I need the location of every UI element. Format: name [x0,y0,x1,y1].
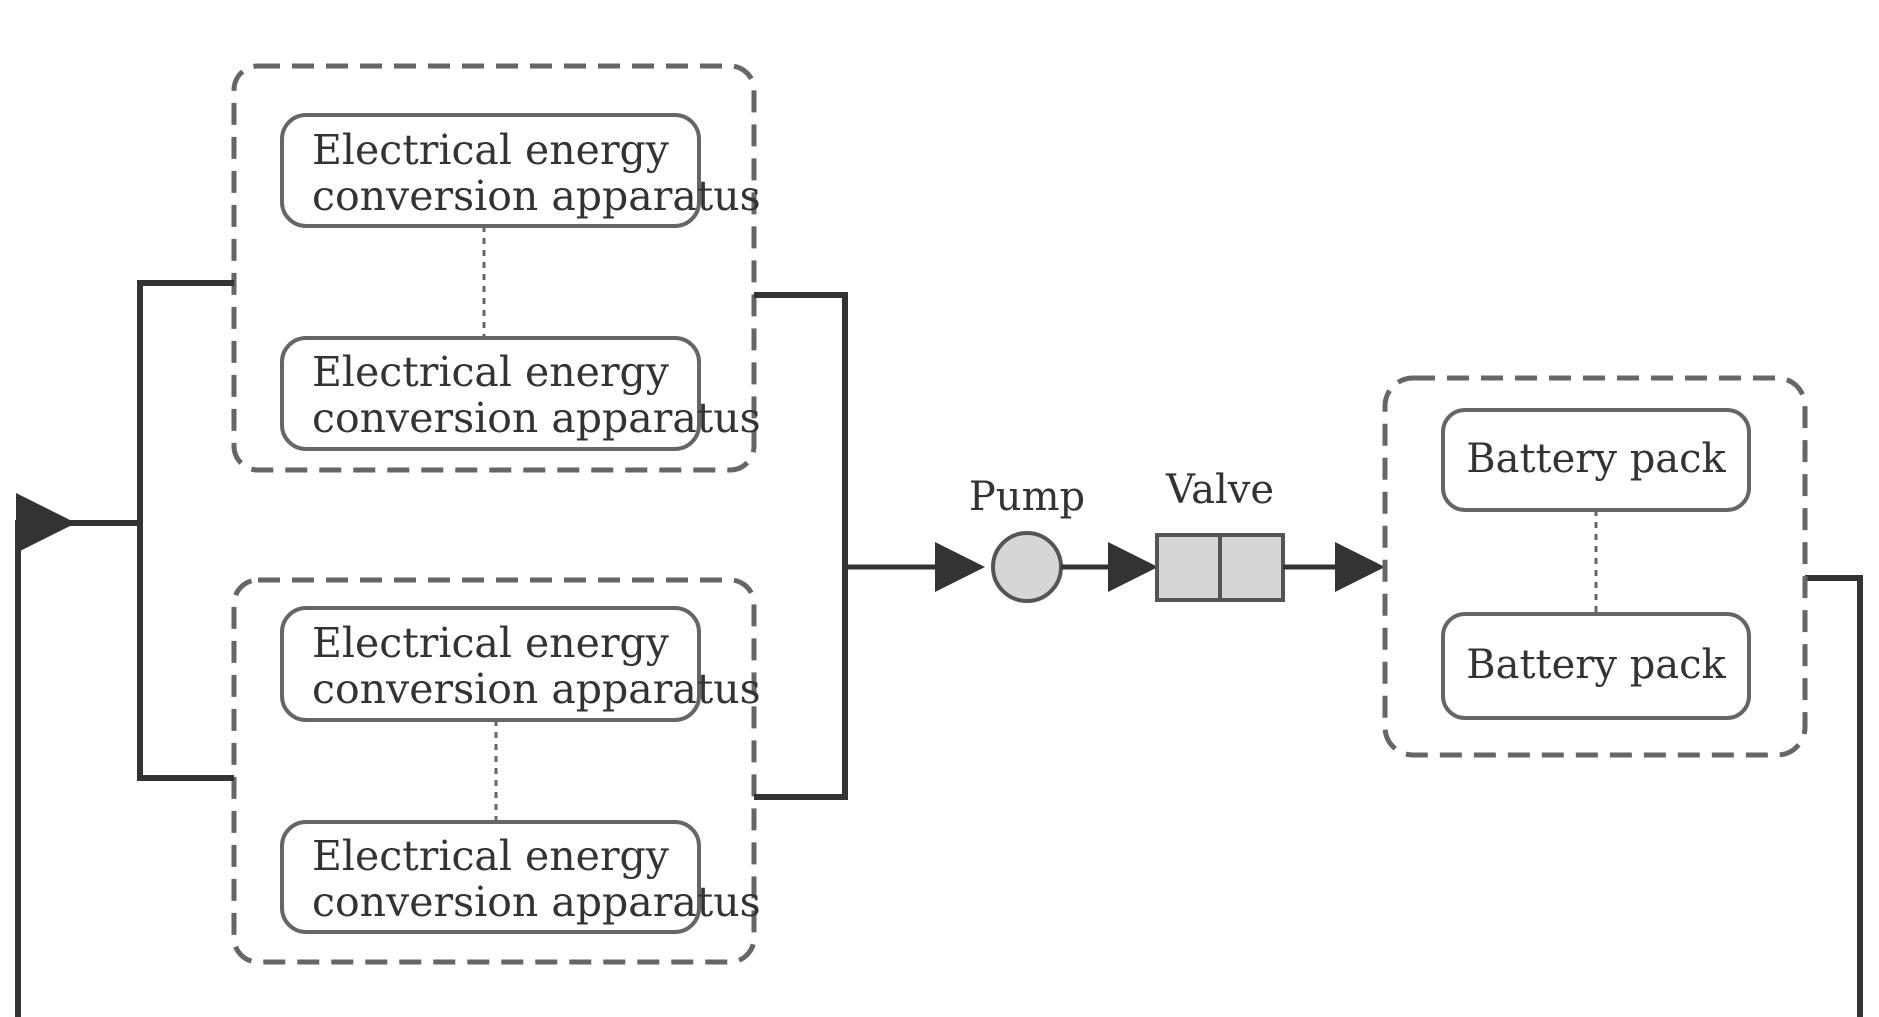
node-label-line1: Electrical energy [312,619,670,667]
battery-pack-upper: Battery pack [1443,410,1749,510]
return-loop-left [18,523,64,1017]
bottom-group-lower-node: Electrical energy conversion apparatus [282,822,761,932]
pump-symbol [993,533,1061,601]
battery-pack-label: Battery pack [1466,642,1726,688]
return-loop [1805,578,1860,1017]
valve-symbol [1157,535,1283,600]
left-manifold-top [140,283,234,523]
node-label-line2: conversion apparatus [312,172,761,220]
valve-label: Valve [1165,467,1274,513]
right-manifold-bottom [754,567,845,797]
top-group-upper-node: Electrical energy conversion apparatus [282,115,761,226]
node-label-line2: conversion apparatus [312,878,761,926]
node-label-line1: Electrical energy [312,832,670,880]
pump-label: Pump [969,474,1085,520]
node-label-line1: Electrical energy [312,348,670,396]
bottom-group-upper-node: Electrical energy conversion apparatus [282,608,761,720]
right-manifold-top [754,295,845,567]
battery-pack-label: Battery pack [1466,436,1726,482]
top-group-lower-node: Electrical energy conversion apparatus [282,338,761,449]
node-label-line2: conversion apparatus [312,394,761,442]
left-manifold-bottom [140,523,234,778]
battery-pack-lower: Battery pack [1443,614,1749,718]
node-label-line1: Electrical energy [312,126,670,174]
node-label-line2: conversion apparatus [312,665,761,713]
